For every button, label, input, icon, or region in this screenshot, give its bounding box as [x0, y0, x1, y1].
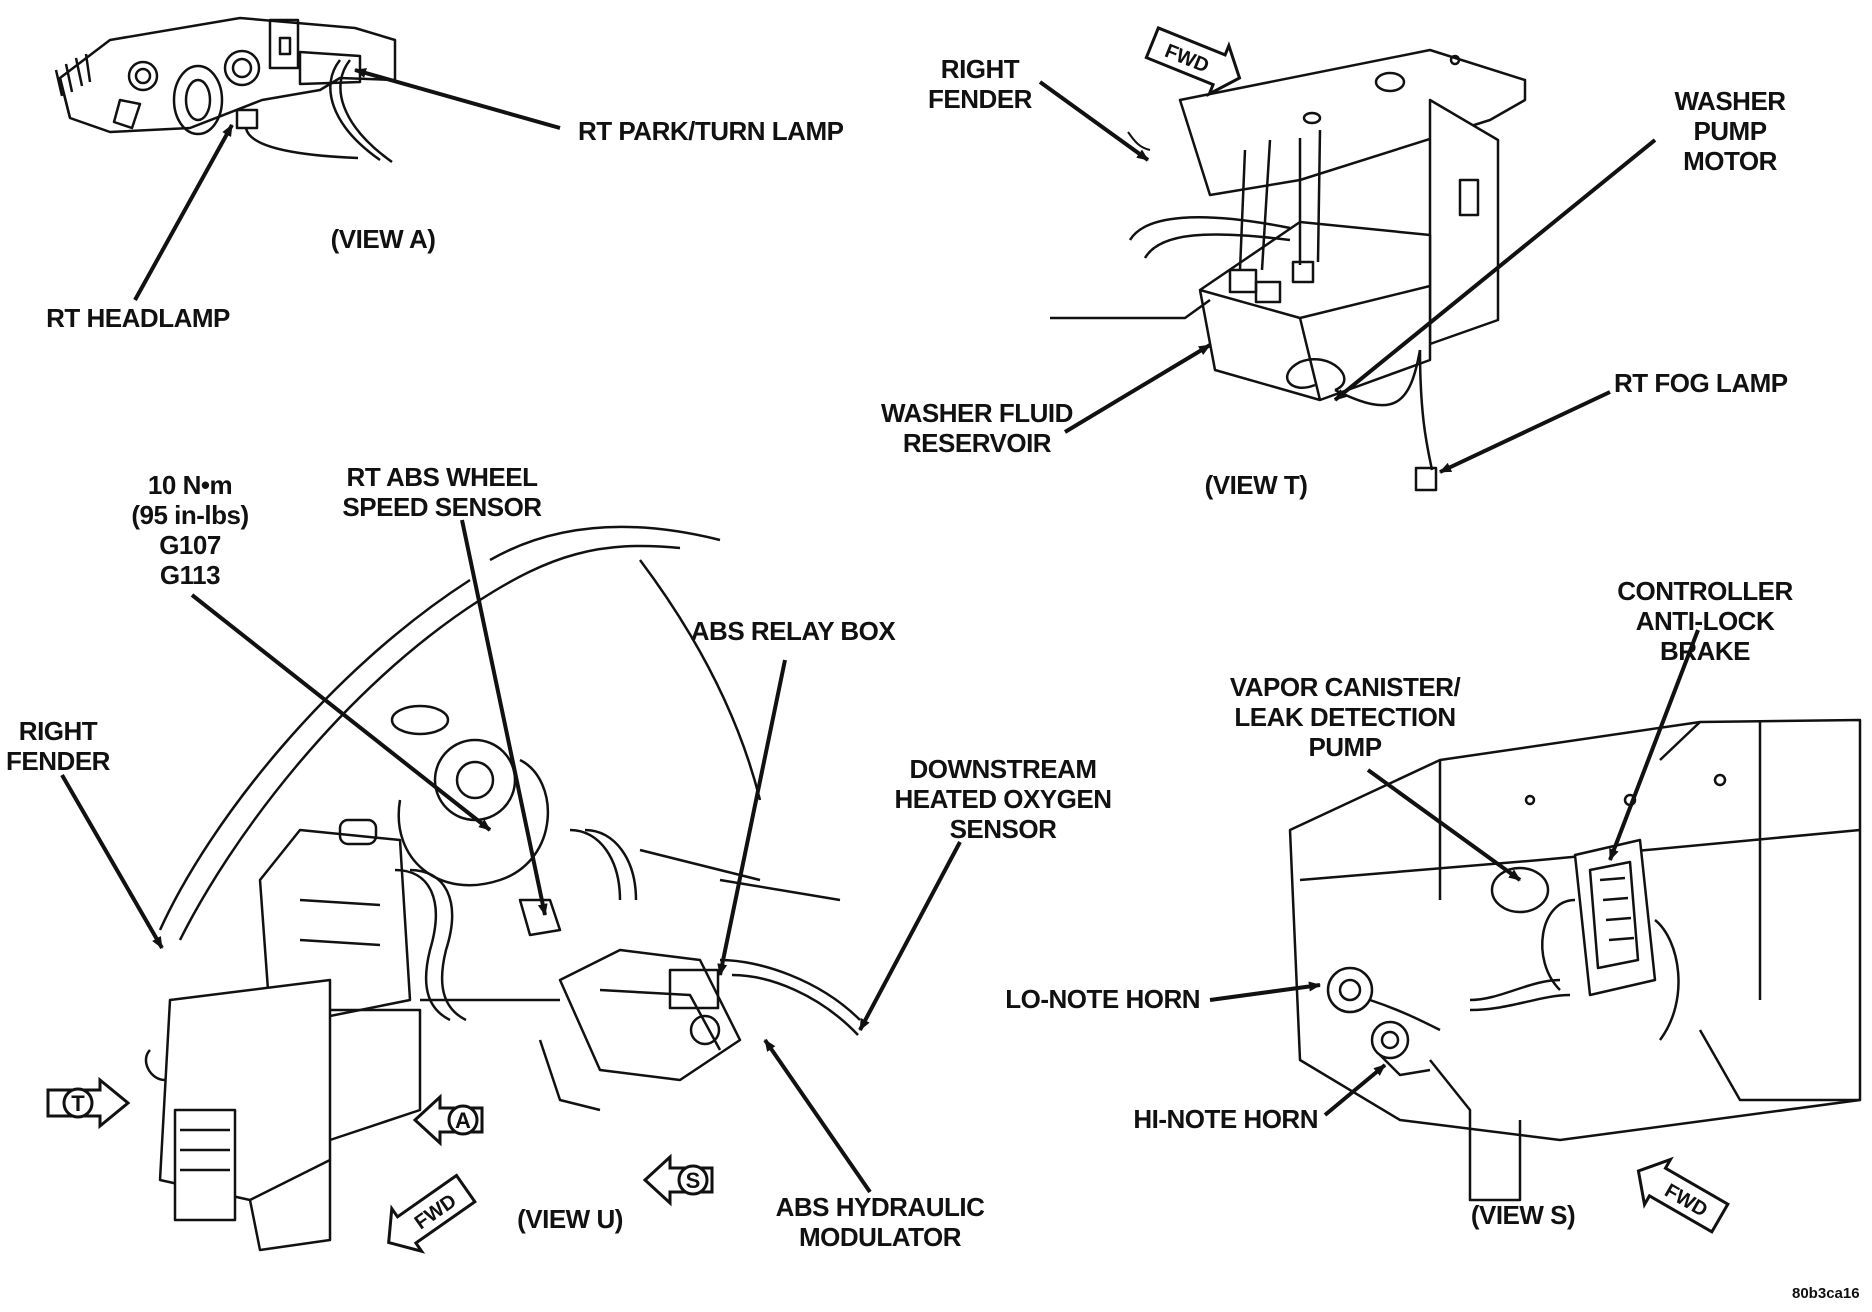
leader-rt-headlamp: [133, 124, 234, 301]
leader-lo-note-horn: [1209, 981, 1321, 1002]
leader-rt-park-turn-lamp: [354, 68, 561, 130]
fwd-arrow-view-u: FWD: [387, 1173, 477, 1254]
label-downstream-o2: DOWNSTREAM HEATED OXYGEN SENSOR: [894, 754, 1112, 844]
leader-washer-pump-motor: [1333, 138, 1657, 402]
label-washer-pump-motor: WASHER PUMP MOTOR: [1674, 86, 1786, 176]
label-right-fender-left: RIGHT FENDER: [6, 716, 110, 776]
leader-abs-relay-box: [717, 659, 787, 976]
leader-washer-fluid-reservoir: [1063, 343, 1212, 434]
figure-code: 80b3ca16: [1792, 1285, 1860, 1302]
view-s-illustration: [1288, 718, 1862, 1202]
label-abs-hydraulic-modulator: ABS HYDRAULIC MODULATOR: [775, 1192, 985, 1252]
label-view-u: (VIEW U): [517, 1204, 623, 1234]
label-vapor-canister: VAPOR CANISTER/ LEAK DETECTION PUMP: [1229, 672, 1461, 762]
view-u-illustration: [144, 525, 861, 1252]
leader-vapor-canister: [1366, 768, 1522, 882]
leader-downstream-o2: [858, 841, 962, 1031]
label-washer-fluid-reservoir: WASHER FLUID RESERVOIR: [881, 398, 1073, 458]
label-view-a: (VIEW A): [330, 224, 436, 254]
label-controller-abs: CONTROLLER ANTI-LOCK BRAKE: [1617, 576, 1793, 666]
label-right-fender-top: RIGHT FENDER: [928, 54, 1032, 114]
badge-a-letter: A: [455, 1108, 471, 1133]
leader-right-fender-top: [1038, 80, 1150, 162]
view-t-illustration: [1050, 48, 1527, 492]
leader-right-fender-left: [60, 773, 164, 950]
leader-hi-note-horn: [1323, 1063, 1387, 1117]
badge-t-letter: T: [71, 1091, 85, 1116]
view-a-illustration: [54, 16, 397, 164]
label-view-t: (VIEW T): [1204, 470, 1308, 500]
label-rt-park-turn-lamp: RT PARK/TURN LAMP: [578, 116, 844, 146]
label-rt-headlamp: RT HEADLAMP: [46, 303, 230, 333]
label-lo-note-horn: LO-NOTE HORN: [1005, 984, 1200, 1014]
label-hi-note-horn: HI-NOTE HORN: [1133, 1104, 1318, 1134]
label-abs-relay-box: ABS RELAY BOX: [690, 616, 896, 646]
view-s-badge: S: [642, 1153, 714, 1207]
leader-rt-fog-lamp: [1439, 390, 1611, 474]
view-t-badge: T: [46, 1076, 131, 1130]
badge-s-letter: S: [686, 1168, 701, 1193]
label-rt-abs-sensor: RT ABS WHEEL SPEED SENSOR: [342, 462, 542, 522]
label-view-s: (VIEW S): [1470, 1200, 1576, 1230]
leader-abs-hydraulic-modulator: [763, 1038, 872, 1194]
leader-torque-ground: [190, 593, 492, 832]
leader-rt-abs-sensor: [460, 519, 548, 916]
label-torque-ground: 10 N•m (95 in-lbs) G107 G113: [131, 470, 249, 590]
view-a-badge: A: [412, 1093, 484, 1147]
leader-lines: [60, 68, 1700, 1194]
label-rt-fog-lamp: RT FOG LAMP: [1614, 368, 1788, 398]
leader-controller-abs: [1608, 629, 1700, 861]
fwd-arrow-view-s: FWD: [1636, 1156, 1730, 1234]
